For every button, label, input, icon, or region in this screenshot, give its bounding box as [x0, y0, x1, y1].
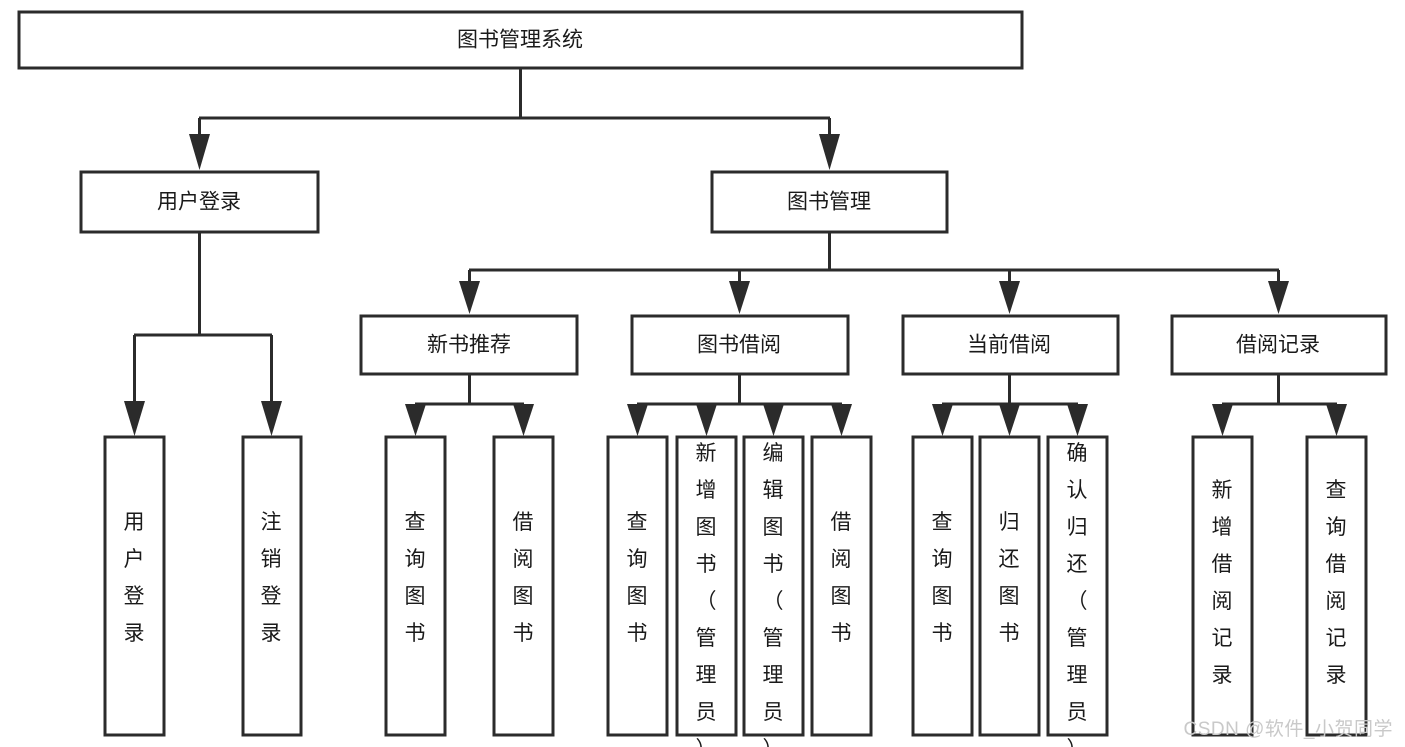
csdn-watermark: CSDN @软件_小贺同学 [1183, 719, 1393, 740]
node-new-book-rec-box[interactable] [359, 314, 579, 376]
node-leaf-add-book-box[interactable] [675, 435, 738, 737]
node-root-label: 图书管理系统 [457, 29, 583, 52]
node-leaf-edit-book-label: 编辑图书（管理员） [763, 442, 784, 747]
arrow-userlogin-c2 [261, 401, 282, 436]
node-leaf-borrow-book-2-box[interactable] [810, 435, 873, 737]
connector-group-book-borrow [627, 374, 852, 436]
node-root[interactable]: 图书管理系统 [17, 10, 1024, 70]
node-leaf-add-book-label: 新增图书（管理员） [696, 442, 717, 747]
arrow-root-to-bookmanage [819, 134, 840, 170]
node-leaf-return-book[interactable]: 归还图书 [978, 435, 1041, 737]
connector-group-new-book-rec [405, 374, 534, 436]
node-borrow-record-label: 借阅记录 [1236, 334, 1320, 357]
node-new-book-rec[interactable]: 新书推荐 [359, 314, 579, 376]
node-leaf-add-book[interactable]: 新增图书（管理员） [675, 435, 738, 747]
node-leaf-query-book-1-label: 查询图书 [405, 511, 426, 645]
arrow-currentborrow-c1 [932, 404, 953, 436]
arrow-bookmanage-c3 [999, 281, 1020, 314]
node-leaf-borrow-book-1-box[interactable] [492, 435, 555, 737]
node-book-manage-box[interactable] [710, 170, 949, 234]
node-leaf-edit-book-box[interactable] [742, 435, 805, 737]
arrow-bookmanage-c2 [729, 281, 750, 314]
node-leaf-add-record-label: 新增借阅记录 [1212, 479, 1233, 687]
arrow-borrowrecord-c1 [1212, 404, 1233, 436]
node-leaf-add-record-box[interactable] [1191, 435, 1254, 737]
node-leaf-borrow-book-2-label: 借阅图书 [831, 511, 852, 645]
arrow-bookmanage-c1 [459, 281, 480, 314]
node-leaf-return-book-label: 归还图书 [999, 511, 1020, 645]
arrow-newbook-c2 [513, 404, 534, 436]
node-leaf-query-book-2-label: 查询图书 [627, 511, 648, 645]
node-user-login[interactable]: 用户登录 [79, 170, 320, 234]
node-leaf-logout[interactable]: 注销登录 [241, 435, 303, 737]
node-current-borrow[interactable]: 当前借阅 [901, 314, 1120, 376]
node-new-book-rec-label: 新书推荐 [427, 334, 511, 357]
arrow-bookmanage-c4 [1268, 281, 1289, 314]
connector-group-book-manage [459, 232, 1289, 314]
node-book-manage-label: 图书管理 [787, 191, 871, 214]
node-leaf-query-record-label: 查询借阅记录 [1326, 479, 1347, 687]
node-root-box[interactable] [17, 10, 1024, 70]
arrow-currentborrow-c3 [1067, 404, 1088, 436]
node-leaf-user-login-box[interactable] [103, 435, 166, 737]
arrow-bookborrow-c2 [696, 404, 717, 436]
node-book-borrow-box[interactable] [630, 314, 850, 376]
node-leaf-confirm-return-label: 确认归还（管理员） [1067, 442, 1088, 747]
node-leaf-return-book-box[interactable] [978, 435, 1041, 737]
node-leaf-user-login[interactable]: 用户登录 [103, 435, 166, 737]
node-leaf-user-login-label: 用户登录 [124, 511, 145, 645]
node-leaf-query-book-3-label: 查询图书 [932, 511, 953, 645]
node-user-login-label: 用户登录 [157, 191, 241, 214]
node-leaf-confirm-return-box[interactable] [1046, 435, 1109, 737]
node-current-borrow-box[interactable] [901, 314, 1120, 376]
node-leaf-query-book-3-box[interactable] [911, 435, 974, 737]
node-leaf-add-record[interactable]: 新增借阅记录 [1191, 435, 1254, 737]
connector-group-root [189, 68, 840, 170]
node-leaf-query-book-3[interactable]: 查询图书 [911, 435, 974, 737]
node-leaf-query-book-2[interactable]: 查询图书 [606, 435, 669, 737]
node-book-borrow[interactable]: 图书借阅 [630, 314, 850, 376]
node-leaf-borrow-book-1-label: 借阅图书 [513, 511, 534, 645]
connector-group-current-borrow [932, 374, 1088, 436]
connector-group-user-login [124, 232, 282, 436]
node-borrow-record-box[interactable] [1170, 314, 1388, 376]
arrow-bookborrow-c4 [831, 404, 852, 436]
arrow-borrowrecord-c2 [1326, 404, 1347, 436]
node-leaf-query-record[interactable]: 查询借阅记录 [1305, 435, 1368, 737]
node-book-manage[interactable]: 图书管理 [710, 170, 949, 234]
arrow-userlogin-c1 [124, 401, 145, 436]
node-borrow-record[interactable]: 借阅记录 [1170, 314, 1388, 376]
node-leaf-borrow-book-1[interactable]: 借阅图书 [492, 435, 555, 737]
arrow-currentborrow-c2 [999, 404, 1020, 436]
node-leaf-logout-box[interactable] [241, 435, 303, 737]
node-leaf-query-record-box[interactable] [1305, 435, 1368, 737]
node-leaf-edit-book[interactable]: 编辑图书（管理员） [742, 435, 805, 747]
node-leaf-query-book-2-box[interactable] [606, 435, 669, 737]
node-current-borrow-label: 当前借阅 [967, 334, 1051, 357]
node-book-borrow-label: 图书借阅 [697, 334, 781, 357]
node-leaf-logout-label: 注销登录 [261, 511, 282, 645]
arrow-bookborrow-c3 [763, 404, 784, 436]
node-leaf-query-book-1[interactable]: 查询图书 [384, 435, 447, 737]
node-leaf-query-book-1-box[interactable] [384, 435, 447, 737]
node-user-login-box[interactable] [79, 170, 320, 234]
node-leaf-confirm-return[interactable]: 确认归还（管理员） [1046, 435, 1109, 747]
arrow-root-to-userlogin [189, 134, 210, 170]
connector-group-borrow-record [1212, 374, 1347, 436]
arrow-bookborrow-c1 [627, 404, 648, 436]
arrow-newbook-c1 [405, 404, 426, 436]
node-leaf-borrow-book-2[interactable]: 借阅图书 [810, 435, 873, 737]
